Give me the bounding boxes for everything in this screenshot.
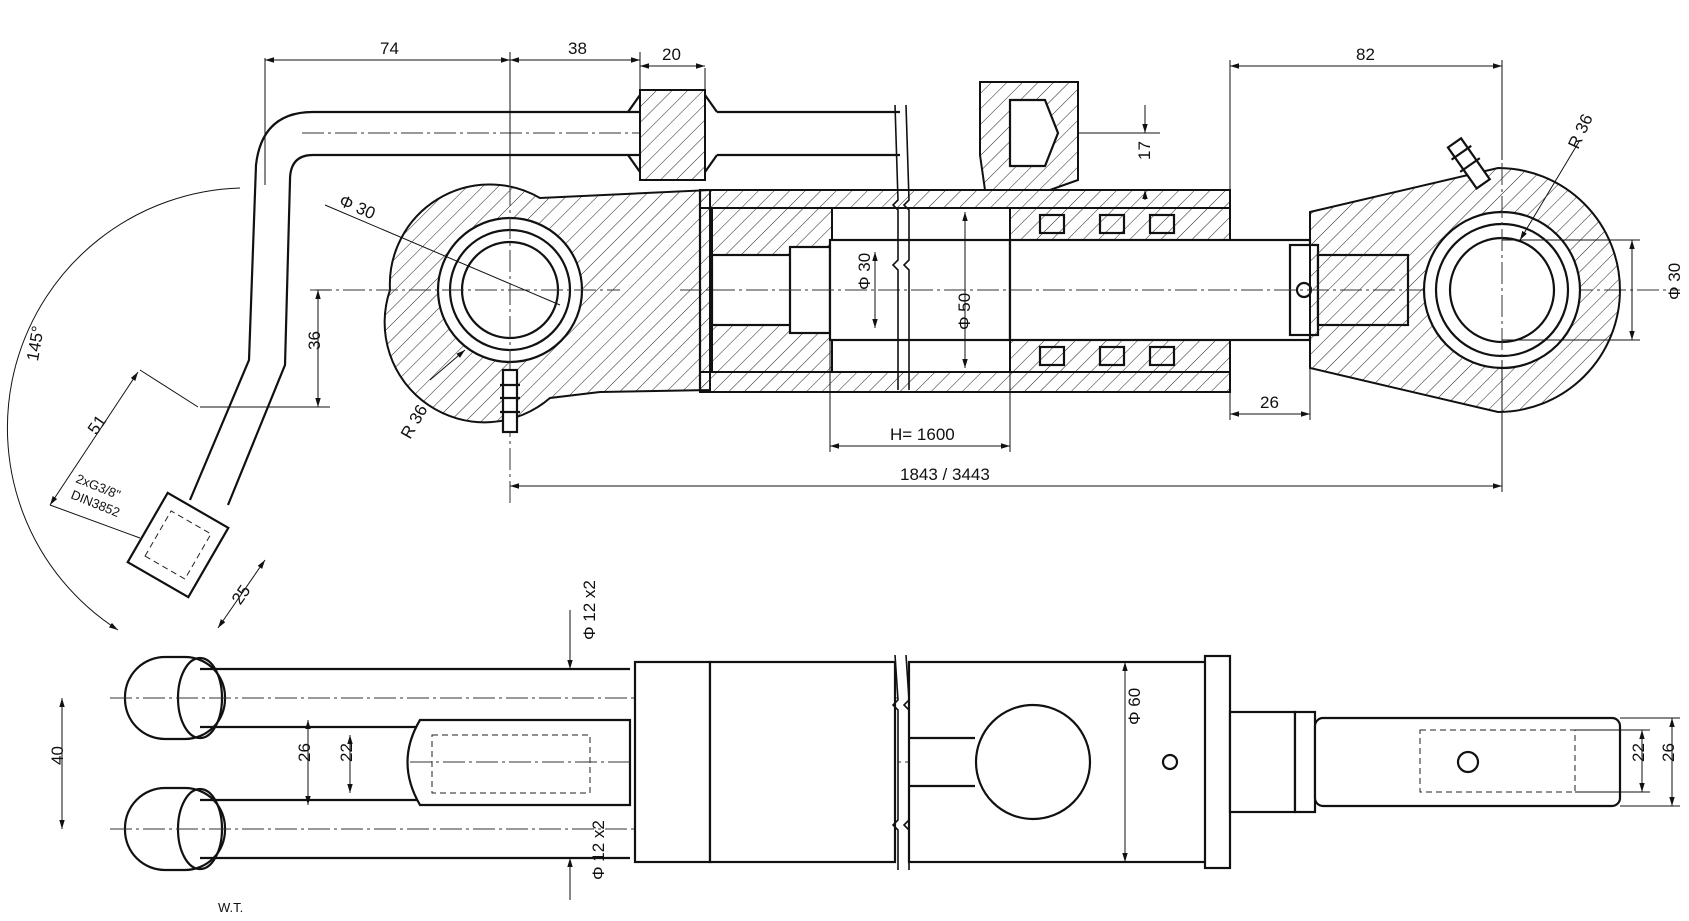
- dim-38: 38: [568, 39, 587, 58]
- plan-dimensions: Φ 12 x2 Φ 12 x2 40 26 22 Φ 60 22 26 W.T.: [48, 580, 1680, 915]
- gland: [1009, 207, 1231, 373]
- dim-angle: 145°: [23, 324, 48, 362]
- dim-26-left: 26: [295, 743, 314, 762]
- dim-26-top: 26: [1260, 393, 1279, 412]
- hydraulic-pipe: [188, 110, 640, 506]
- dim-phi60: Φ 60: [1125, 688, 1144, 725]
- rod-plan: [1228, 710, 1297, 814]
- section-view: [126, 52, 1680, 599]
- dim-phi12-bottom: Φ 12 x2: [589, 820, 608, 880]
- grease-nipple-right: [1446, 136, 1492, 190]
- dim-phi50: Φ 50: [955, 293, 974, 330]
- author-initials: W.T.: [218, 900, 243, 915]
- dim-26-right: 26: [1659, 743, 1678, 762]
- cylinder-body-plan: [633, 660, 712, 864]
- cylinder-tube: [699, 189, 1231, 209]
- dim-phi12-top: Φ 12 x2: [580, 580, 599, 640]
- dim-22-left: 22: [337, 743, 356, 762]
- dim-51: 51: [84, 412, 110, 438]
- port-circle: [974, 703, 1092, 821]
- dim-40: 40: [48, 746, 67, 765]
- pipe-fitting: [639, 89, 706, 181]
- section-dimensions: 74 38 20 82 17 Φ 30 R 36 Φ 30 Φ 50 Φ 30 …: [6, 39, 1684, 631]
- dim-22-right: 22: [1629, 743, 1648, 762]
- dim-25: 25: [228, 582, 254, 608]
- dim-74: 74: [380, 39, 399, 58]
- dim-length: 1843 / 3443: [900, 465, 990, 484]
- dim-36: 36: [305, 331, 324, 350]
- dim-h1600: H= 1600: [890, 425, 955, 444]
- dim-r36-right: R 36: [1564, 111, 1596, 152]
- dim-phi30-right: Φ 30: [1665, 263, 1684, 300]
- dim-phi30-rod: Φ 30: [855, 253, 874, 290]
- grease-nipple-left: [500, 368, 520, 434]
- plan-view: [110, 654, 1622, 872]
- port-block: [126, 491, 230, 599]
- dim-82: 82: [1356, 45, 1375, 64]
- dim-17: 17: [1135, 141, 1154, 160]
- dim-20: 20: [662, 45, 681, 64]
- dim-r36-left: R 36: [397, 401, 431, 442]
